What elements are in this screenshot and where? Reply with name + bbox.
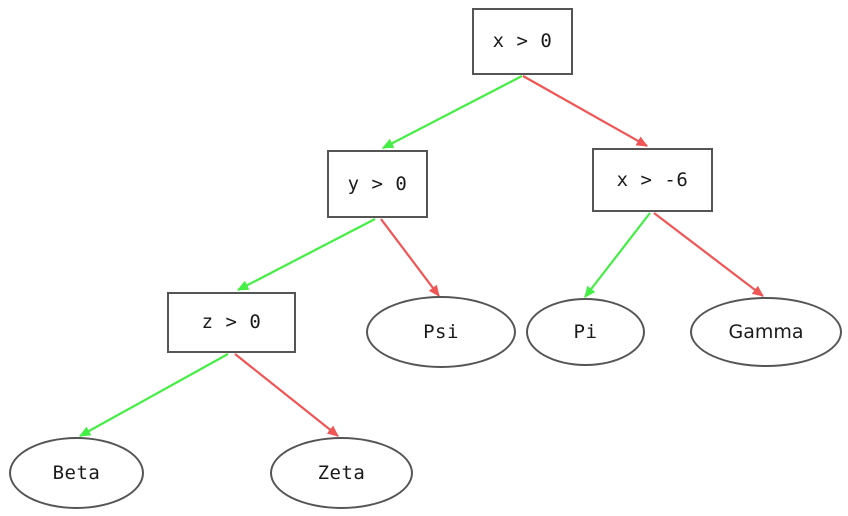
tree-node-n-x-gt-neg6[interactable]: x > -6 (592, 148, 713, 212)
tree-node-label-leaf-psi: Psi (423, 320, 459, 343)
tree-node-leaf-pi[interactable]: Pi (526, 298, 645, 366)
tree-node-root[interactable]: x > 0 (472, 8, 573, 75)
tree-node-n-y-gt-0[interactable]: y > 0 (327, 150, 428, 218)
edge-false-n-z-gt-0-to-leaf-zeta (234, 353, 339, 437)
edge-true-root-to-n-y-gt-0 (381, 75, 523, 149)
tree-node-leaf-psi[interactable]: Psi (366, 296, 516, 368)
tree-node-label-root: x > 0 (492, 30, 553, 52)
tree-node-leaf-zeta[interactable]: Zeta (270, 437, 413, 509)
edge-false-n-x-gt-neg6-to-leaf-gamma (653, 212, 764, 297)
tree-node-label-leaf-gamma: Gamma (728, 320, 804, 343)
tree-node-n-z-gt-0[interactable]: z > 0 (167, 292, 296, 353)
edge-false-n-y-gt-0-to-leaf-psi (380, 218, 440, 297)
tree-node-leaf-gamma[interactable]: Gamma (690, 297, 842, 367)
tree-node-label-leaf-zeta: Zeta (317, 461, 366, 484)
edge-false-root-to-n-x-gt-neg6 (522, 75, 648, 147)
edge-true-n-x-gt-neg6-to-leaf-pi (584, 212, 651, 298)
tree-node-leaf-beta[interactable]: Beta (9, 437, 144, 509)
tree-node-label-n-y-gt-0: y > 0 (347, 172, 408, 195)
edge-true-n-z-gt-0-to-leaf-beta (78, 353, 229, 437)
edge-true-n-y-gt-0-to-n-z-gt-0 (236, 218, 376, 291)
tree-node-label-n-z-gt-0: z > 0 (201, 311, 262, 333)
tree-node-label-n-x-gt-neg6: x > -6 (616, 168, 689, 191)
tree-node-label-leaf-beta: Beta (52, 461, 101, 484)
tree-node-label-leaf-pi: Pi (573, 320, 598, 343)
